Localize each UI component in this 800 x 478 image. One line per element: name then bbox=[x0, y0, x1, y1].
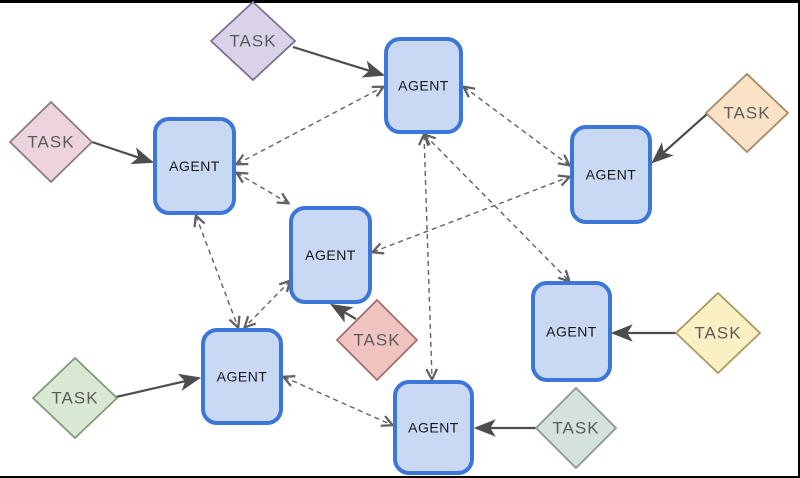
task-peach: TASK bbox=[704, 72, 790, 154]
agent-link-agent-middle-agent-right bbox=[373, 177, 569, 252]
frame-bar bbox=[0, 476, 800, 478]
frame-bar bbox=[0, 0, 800, 3]
agent-link-agent-left-agent-middle bbox=[237, 173, 288, 203]
agent-link-agent-middle-agent-bottom-left bbox=[245, 281, 290, 327]
agent-middle-label: AGENT bbox=[305, 247, 356, 263]
task-peach-shape bbox=[704, 72, 790, 154]
task-peach-label: TASK bbox=[723, 104, 770, 123]
task-teal-label: TASK bbox=[552, 419, 599, 438]
task-arrow-task-red bbox=[330, 303, 357, 323]
agent-link-agent-top-agent-bottom bbox=[424, 135, 432, 379]
agent-top: AGENT bbox=[384, 37, 463, 134]
agent-link-agent-top-agent-mid-right bbox=[425, 135, 569, 281]
agent-bottom-left-label: AGENT bbox=[217, 369, 268, 385]
agent-right: AGENT bbox=[570, 125, 652, 224]
task-red-shape bbox=[335, 298, 419, 382]
layer-links bbox=[196, 87, 569, 425]
task-yellow: TASK bbox=[674, 291, 762, 375]
agent-middle: AGENT bbox=[289, 206, 372, 304]
task-yellow-shape bbox=[674, 291, 762, 375]
agent-mid-right-label: AGENT bbox=[546, 324, 597, 340]
layer-nodes: TASK TASK TASK TASK TASK TASK TASK AGENT AGENT AG… bbox=[8, 0, 790, 475]
task-arrow-task-peach bbox=[651, 113, 708, 164]
agent-left: AGENT bbox=[153, 117, 236, 215]
task-green-label: TASK bbox=[51, 389, 98, 408]
task-red: TASK bbox=[335, 298, 419, 382]
agent-bottom-shape bbox=[393, 380, 474, 475]
task-pink-label: TASK bbox=[27, 133, 74, 152]
agent-link-agent-bottom-left-agent-bottom bbox=[284, 377, 392, 425]
task-purple: TASK bbox=[209, 0, 297, 82]
task-purple-label: TASK bbox=[229, 32, 276, 51]
agent-link-agent-left-agent-top bbox=[237, 87, 383, 164]
agent-middle-shape bbox=[289, 206, 372, 304]
agent-top-shape bbox=[384, 37, 463, 134]
agent-left-shape bbox=[153, 117, 236, 215]
agent-top-label: AGENT bbox=[398, 78, 449, 94]
agent-right-shape bbox=[570, 125, 652, 224]
task-green-shape bbox=[31, 356, 119, 440]
layer-arrows bbox=[91, 45, 708, 437]
agent-right-label: AGENT bbox=[586, 167, 637, 183]
task-teal: TASK bbox=[534, 386, 618, 470]
agent-mid-right-shape bbox=[531, 281, 612, 382]
task-teal-shape bbox=[534, 386, 618, 470]
task-pink-shape bbox=[8, 100, 94, 184]
task-red-label: TASK bbox=[353, 331, 400, 350]
task-arrow-task-pink bbox=[91, 140, 155, 165]
agent-bottom-left-shape bbox=[201, 328, 283, 425]
agent-bottom-label: AGENT bbox=[408, 420, 459, 436]
agent-mid-right: AGENT bbox=[531, 281, 612, 382]
task-pink: TASK bbox=[8, 100, 94, 184]
task-purple-shape bbox=[209, 0, 297, 82]
task-arrow-task-green bbox=[115, 373, 202, 399]
agent-left-label: AGENT bbox=[169, 158, 220, 174]
task-yellow-label: TASK bbox=[694, 324, 741, 343]
agent-link-agent-left-agent-bottom-left bbox=[196, 216, 238, 327]
frame-bar bbox=[798, 0, 800, 478]
task-green: TASK bbox=[31, 356, 119, 440]
agent-link-agent-top-agent-right bbox=[464, 87, 569, 165]
task-arrow-task-purple bbox=[292, 45, 386, 78]
agent-bottom-left: AGENT bbox=[201, 328, 283, 425]
agent-bottom: AGENT bbox=[393, 380, 474, 475]
